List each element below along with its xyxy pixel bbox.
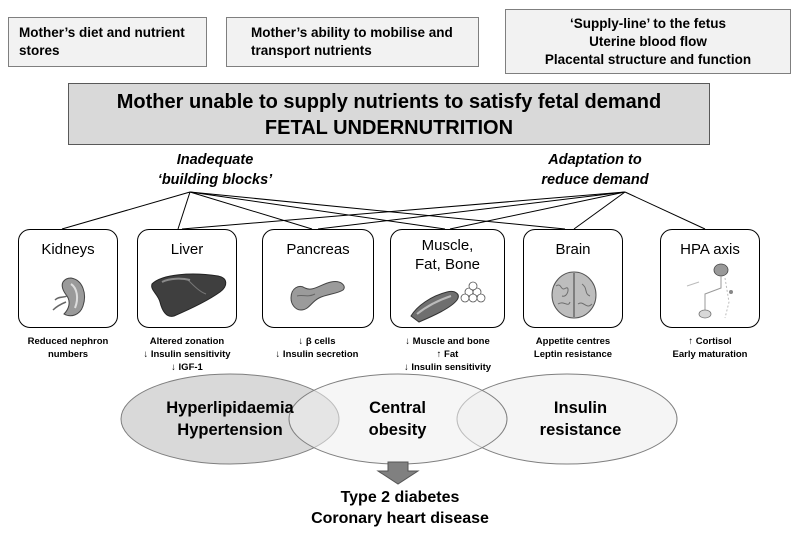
diet-line-2: stores [19, 43, 60, 58]
caption-hpa: ↑ Cortisol Early maturation [650, 335, 770, 361]
caption-kidneys-2: numbers [47, 349, 89, 360]
caption-pancreas: ↓ β cells ↓ Insulin secretion [252, 335, 382, 361]
caption-pancreas-1: ↓ β cells [298, 336, 336, 347]
caption-muscle: ↓ Muscle and bone ↑ Fat ↓ Insulin sensit… [380, 335, 515, 374]
fetal-undernutrition-box: Mother unable to supply nutrients to sat… [68, 83, 710, 145]
outcome-line-2: Coronary heart disease [311, 510, 489, 527]
mobilise-line-1: Mother’s ability to mobilise and [251, 25, 453, 40]
organ-title-fat-bone: Fat, Bone [414, 256, 481, 273]
supply-line-1: ‘Supply-line’ to the fetus [569, 15, 726, 31]
caption-muscle-3: ↓ Insulin sensitivity [403, 362, 492, 373]
organ-title-kidneys: Kidneys [41, 241, 95, 258]
brain-icon [551, 271, 597, 319]
caption-kidneys-1: Reduced nephron [27, 336, 109, 347]
venn-center-line-2: obesity [368, 421, 427, 439]
organ-box-pancreas: Pancreas [262, 229, 374, 328]
caption-liver-3: ↓ IGF-1 [171, 362, 203, 373]
venn-right-line-2: resistance [539, 421, 622, 439]
caption-muscle-1: ↓ Muscle and bone [405, 336, 490, 347]
caption-brain-1: Appetite centres [535, 336, 611, 347]
venn-center-line-1: Central [369, 399, 426, 417]
supply-line-box: ‘Supply-line’ to the fetus Uterine blood… [505, 9, 791, 74]
organ-title-muscle: Muscle, [421, 237, 474, 254]
organ-box-muscle-fat-bone: Muscle, Fat, Bone [390, 229, 505, 328]
supply-line-2: Uterine blood flow [589, 33, 707, 49]
venn-left-line-1: Hyperlipidaemia [166, 399, 294, 417]
venn-left-text: Hyperlipidaemia Hypertension [145, 397, 315, 441]
main-box-line-2: FETAL UNDERNUTRITION [264, 117, 514, 139]
label-right-line-2: reduce demand [541, 172, 649, 188]
pancreas-icon [290, 281, 345, 311]
caption-kidneys: Reduced nephron numbers [8, 335, 128, 361]
label-right-line-1: Adaptation to [548, 152, 642, 168]
liver-icon [151, 273, 227, 317]
organ-title-pancreas: Pancreas [286, 241, 350, 258]
hpa-axis-icon [686, 263, 733, 319]
venn-left-line-2: Hypertension [177, 421, 283, 439]
diet-box: Mother’s diet and nutrient stores [8, 17, 207, 67]
outcome-text: Type 2 diabetes Coronary heart disease [250, 487, 550, 529]
caption-brain: Appetite centres Leptin resistance [513, 335, 633, 361]
kidney-icon [52, 277, 85, 317]
organ-box-brain: Brain [523, 229, 623, 328]
caption-liver-2: ↓ Insulin sensitivity [143, 349, 231, 360]
organ-title-hpa: HPA axis [680, 241, 740, 258]
main-box-line-1: Mother unable to supply nutrients to sat… [116, 91, 662, 113]
organ-box-kidneys: Kidneys [18, 229, 118, 328]
venn-right-line-1: Insulin [553, 399, 608, 417]
caption-hpa-1: ↑ Cortisol [688, 336, 732, 347]
caption-muscle-2: ↑ Fat [436, 349, 459, 360]
label-left-line-2: ‘building blocks’ [157, 172, 273, 188]
diet-line-1: Mother’s diet and nutrient [19, 25, 185, 40]
caption-brain-2: Leptin resistance [533, 349, 613, 360]
organ-title-liver: Liver [170, 241, 204, 258]
outcome-line-1: Type 2 diabetes [340, 489, 460, 506]
caption-liver-1: Altered zonation [149, 336, 225, 347]
supply-line-3: Placental structure and function [544, 51, 752, 67]
label-left-line-1: Inadequate [176, 152, 254, 168]
caption-hpa-2: Early maturation [672, 349, 748, 360]
mobilise-box: Mother’s ability to mobilise and transpo… [226, 17, 479, 67]
adaptation-label: Adaptation to reduce demand [515, 150, 675, 190]
organ-box-liver: Liver [137, 229, 237, 328]
venn-right-text: Insulin resistance [508, 397, 653, 441]
caption-liver: Altered zonation ↓ Insulin sensitivity ↓… [122, 335, 252, 374]
caption-pancreas-2: ↓ Insulin secretion [275, 349, 359, 360]
down-arrow-icon [376, 461, 420, 485]
muscle-fat-bone-icon [410, 281, 486, 323]
venn-center-text: Central obesity [325, 397, 470, 441]
inadequate-building-blocks-label: Inadequate ‘building blocks’ [140, 150, 290, 190]
organ-box-hpa-axis: HPA axis [660, 229, 760, 328]
organ-title-brain: Brain [555, 241, 591, 258]
mobilise-line-2: transport nutrients [251, 43, 372, 58]
